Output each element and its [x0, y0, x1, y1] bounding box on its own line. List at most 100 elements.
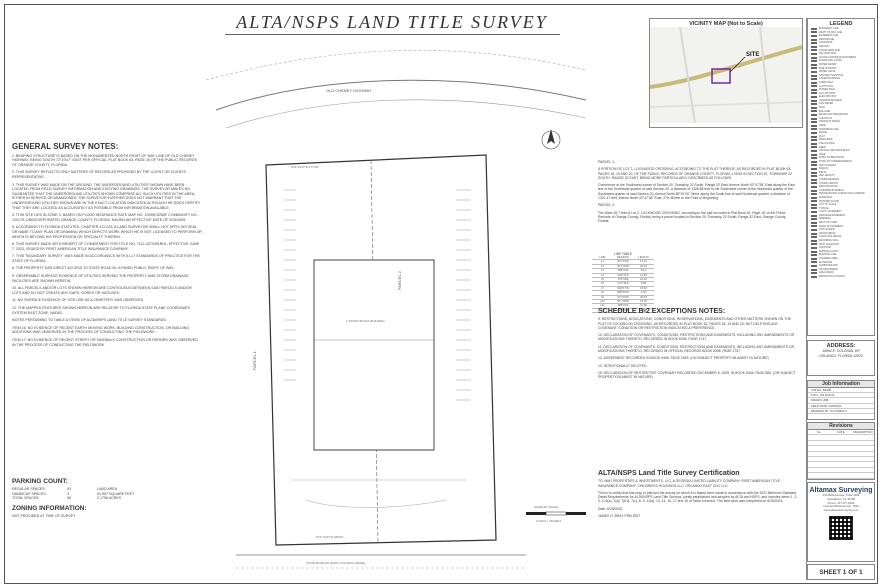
legend-symbol-icon	[811, 67, 817, 70]
legend-item: NOT TO SCALE	[808, 203, 874, 207]
legend-label: SIGN	[819, 106, 825, 110]
legend-symbol-icon	[811, 211, 817, 214]
legend-label: FOUND CONCRETE MONUMENT	[819, 55, 857, 59]
legend-item: PAGE	[808, 153, 874, 157]
legend-label: MEASURED	[819, 138, 833, 142]
revision-cell	[830, 435, 852, 439]
legend-item: LIGHT POLE	[808, 85, 874, 89]
table-cell: S72°19'W	[617, 295, 629, 299]
legend-item: EDGE OF PAVEMENT	[808, 225, 874, 229]
legend-label: CENTERLINE	[819, 37, 835, 41]
general-note: 4. THIS SITE LIES IN ZONE X, BASED ON FL…	[12, 213, 198, 222]
legend-label: POINT OF BEGINNING	[819, 156, 845, 160]
legend-label: NOT TO SCALE	[819, 203, 837, 207]
legend-item: RADIUS	[808, 167, 874, 171]
legend-item: CONTOUR	[808, 246, 874, 250]
legend-title: LEGEND	[829, 21, 853, 27]
parcel2-label: PARCEL 2	[397, 270, 402, 290]
general-note: 11. NO SURFACE EVIDENCE OF SITE USE AS A…	[12, 298, 145, 303]
legend-symbol-icon	[811, 236, 817, 239]
legend-symbol-icon	[811, 175, 817, 178]
parking-value: 3	[67, 491, 69, 496]
drive-curve	[305, 499, 447, 508]
general-note: 1. BEARING STRUCTURE IS BASED ON THE MON…	[12, 153, 198, 167]
general-note: ITEM 17: NO EVIDENCE OF RECENT STREET OR…	[12, 338, 198, 347]
land-area-text: LAND AREA	[97, 487, 118, 491]
revision-cell	[830, 452, 852, 456]
legend-label: DRAINAGE EASEMENT	[819, 213, 846, 217]
legend-symbol-icon	[811, 153, 817, 156]
parking-label: TOTAL SPACES:	[12, 496, 40, 501]
table-cell: 15.75'	[640, 300, 648, 304]
legend-label: TREE	[819, 124, 826, 128]
legend-item: TRANSFORMER	[808, 268, 874, 272]
legend-label: TOP OF BANK	[819, 228, 835, 232]
legend-symbol-icon	[811, 27, 817, 30]
legend-label: HANDICAP SPACE	[819, 120, 840, 124]
legend-label: ELECTRIC BOX	[819, 95, 837, 99]
legend-label: CHAIN LINK FENCE	[819, 235, 842, 239]
legend-symbol-icon	[811, 99, 817, 102]
table-cell: 12.50'	[640, 273, 648, 277]
legend-symbol-icon	[811, 214, 817, 217]
company-block: Altamax Surveying 910 Belle Avenue, Suit…	[807, 482, 875, 562]
table-cell: N00°47'E	[617, 308, 629, 312]
table-cell: L11	[600, 304, 605, 308]
legend-symbol-icon	[811, 74, 817, 77]
legend-item: TELEPHONE RISER	[808, 99, 874, 103]
legend-item: ASPHALT	[808, 45, 874, 49]
qr-code-icon	[829, 515, 853, 540]
legend-symbol-icon	[811, 185, 817, 188]
table-cell: N89°01'W	[617, 291, 629, 295]
legend-item: DRAINAGE EASEMENT	[808, 214, 874, 218]
revision-row	[808, 435, 874, 441]
table-cell: S72°19'W	[617, 260, 629, 264]
legend-item: CALCULATED	[808, 142, 874, 146]
road-centerline	[205, 50, 587, 81]
table-cell: L7	[600, 286, 604, 290]
general-note: 8. THE PROPERTY HAS DIRECT ACCESS TO STA…	[12, 266, 175, 271]
revision-cell	[808, 452, 830, 456]
legend-symbol-icon	[811, 34, 817, 37]
revision-cell	[808, 473, 830, 477]
legend-item: OVERHEAD LINE	[808, 128, 874, 132]
legend-item: WATER METER	[808, 63, 874, 67]
revision-cell	[830, 473, 852, 477]
vicinity-map: VICINITY MAP (Not to Scale) SITE	[649, 18, 803, 128]
general-notes-heading: GENERAL SURVEY NOTES:	[12, 142, 119, 151]
legend-item: BOLLARD	[808, 110, 874, 114]
parcel1-text: A PORTION OF LOT 2, LOCKWOOD CROSSING, A…	[598, 167, 793, 180]
general-note: 12. THE MAPPED FEATURES SHOWN HEREON ARE…	[12, 306, 191, 315]
legend-label: PLAT	[819, 134, 825, 138]
legend-item: CHORD LENGTH	[808, 182, 874, 186]
legend-label: TRANSFORMER	[819, 267, 838, 271]
general-note: 3. THIS SURVEY WAS MADE ON THE GROUND. T…	[12, 182, 201, 210]
legend-item: WOOD FENCE	[808, 232, 874, 236]
revision-header-cell: DESCRIPTION	[853, 430, 873, 434]
legend-symbol-icon	[811, 60, 817, 63]
legend-symbol-icon	[811, 254, 817, 257]
schedule-item: 9. RESTRICTIONS, DEDICATIONS, CONDITIONS…	[598, 317, 791, 330]
legend-symbol-icon	[811, 56, 817, 59]
title-rule	[225, 34, 560, 35]
site-marker	[711, 68, 731, 84]
parcel1-heading: PARCEL 1:	[598, 160, 615, 164]
revision-cell	[852, 441, 874, 445]
legend-symbol-icon	[811, 146, 817, 149]
legend-label: CALCULATED	[819, 142, 835, 145]
legend-symbol-icon	[811, 114, 817, 117]
general-note: 9. OBSERVABLE SURFACE EVIDENCE OF UTILIT…	[12, 274, 189, 283]
legend-label: TELEPHONE RISER	[819, 98, 842, 102]
revision-row	[808, 446, 874, 452]
legend-label: SET IRON ROD	[819, 52, 837, 56]
revisions-title: Revisions	[808, 423, 874, 430]
legend-symbol-icon	[811, 182, 817, 185]
title-block: VICINITY MAP (Not to Scale) SITE LEGEND …	[649, 18, 875, 580]
